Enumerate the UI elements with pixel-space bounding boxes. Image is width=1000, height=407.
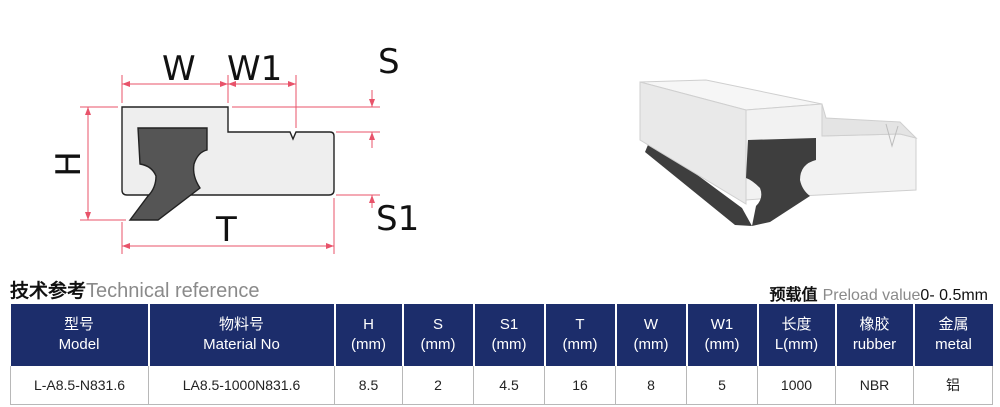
cell-w: 8 [615,366,687,405]
header-s: S(mm) [402,304,475,366]
header-w1: W1(mm) [686,304,759,366]
header-h: H(mm) [334,304,404,366]
section-title-en: Technical reference [86,280,260,302]
cell-length: 1000 [757,366,836,405]
cell-metal: 铝 [913,366,993,405]
preload-label-en: Preload value [822,287,921,304]
preload-info: 预载值 Preload value0- 0.5mm [769,281,988,305]
cell-w1: 5 [686,366,758,405]
cell-s: 2 [402,366,474,405]
cell-model: L-A8.5-N831.6 [10,366,149,405]
cell-s1: 4.5 [473,366,545,405]
cell-h: 8.5 [334,366,403,405]
preload-value: 0- 0.5mm [920,287,988,304]
rubber-lip-3d [645,140,752,226]
dim-label-s1: S1 [376,199,419,239]
cross-section-drawing: W W1 S H S1 T [49,42,419,254]
profile-drawing: W W1 S H S1 T [49,42,918,254]
dim-label-w1: W1 [227,49,282,89]
section-title-cn: 技术参考 [10,280,87,302]
seal-3d-rendering [639,79,918,226]
cell-material-no: LA8.5-1000N831.6 [148,366,335,405]
dim-label-t: T [215,210,237,250]
dim-label-s: S [378,42,400,82]
header-w: W(mm) [615,304,688,366]
rubber-section-3d [746,138,816,226]
header-s1: S1(mm) [473,304,546,366]
dim-label-h: H [49,151,89,177]
dim-label-w: W [162,49,196,89]
section-title: 技术参考Technical reference [10,276,259,303]
table-row: L-A8.5-N831.6 LA8.5-1000N831.6 8.5 2 4.5… [10,366,993,405]
header-t: T(mm) [544,304,617,366]
preload-label-cn: 预载值 [769,285,818,304]
rubber-seal-section [128,127,208,221]
dimension-lines [80,75,380,254]
cell-rubber: NBR [835,366,914,405]
cell-t: 16 [544,366,616,405]
